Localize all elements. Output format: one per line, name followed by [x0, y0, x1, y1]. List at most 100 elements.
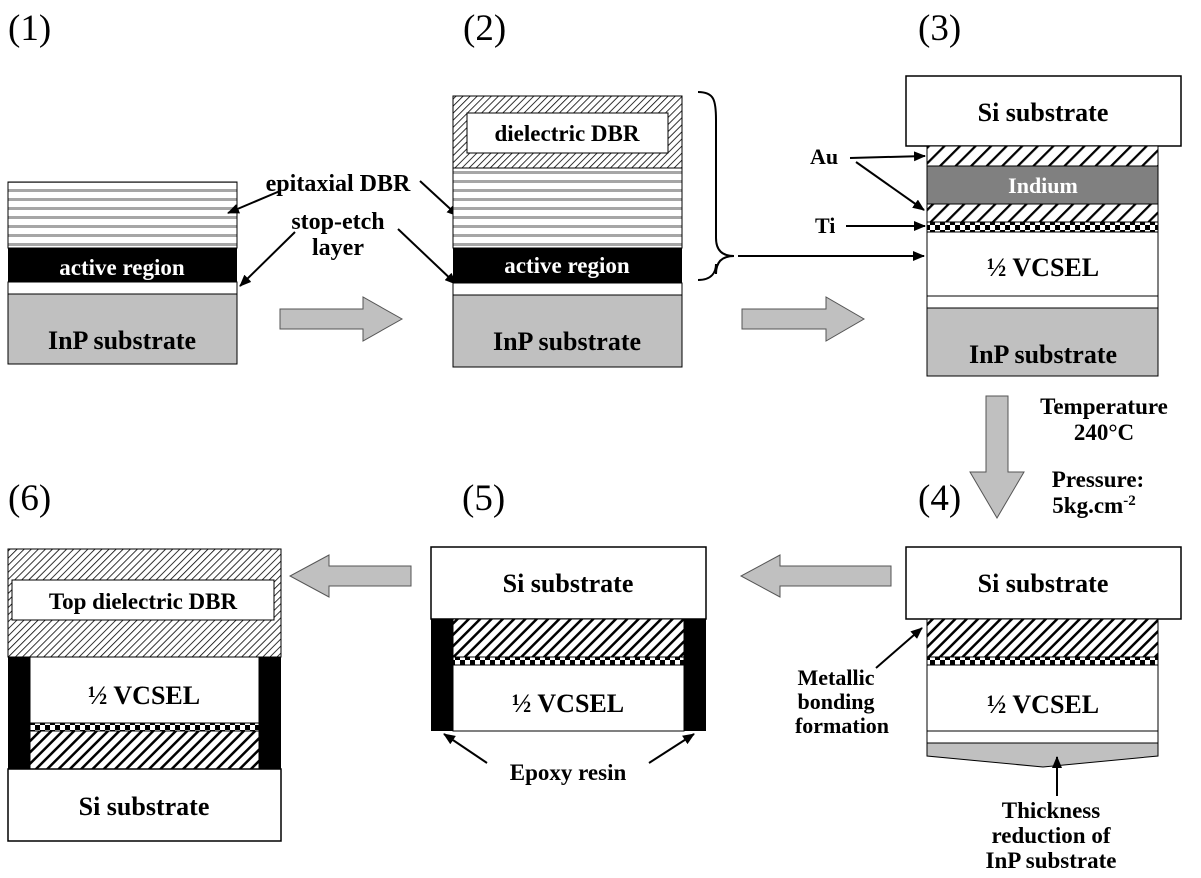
stop-etch-text-line1: stop-etch [291, 209, 384, 235]
process-arrow-2-3 [741, 296, 865, 342]
stop-etch-layer-4 [926, 730, 1159, 744]
annotations-1-2: epitaxial DBR stop-etch layer [227, 171, 459, 287]
thickness-line3: InP substrate [986, 848, 1117, 873]
curly-brace [697, 91, 735, 281]
ti-text: Ti [815, 213, 835, 238]
thinned-inp-substrate [926, 742, 1159, 768]
ti-layer-6 [29, 722, 260, 732]
si-substrate-5 [430, 546, 707, 620]
inp-substrate-layer [7, 293, 238, 365]
process-arrow-4-5 [739, 554, 892, 598]
step-5-label: (5) [462, 478, 505, 519]
epoxy-right [684, 619, 706, 731]
process-arrow-5-6 [288, 554, 412, 598]
half-vcsel-6 [29, 656, 260, 724]
process-arrow-3-4 [969, 395, 1025, 519]
dielectric-dbr-box [466, 112, 669, 154]
arrow-epi-dbr-1 [227, 190, 281, 214]
step-1-label: (1) [8, 8, 51, 49]
si-substrate-6 [7, 768, 282, 842]
au-layer-bottom [926, 203, 1159, 223]
arrow-epi-dbr-2 [419, 180, 459, 217]
half-vcsel-text-6: ½ VCSEL [88, 681, 200, 710]
top-dielectric-dbr-text: Top dielectric DBR [49, 589, 238, 614]
step-5-structure: (5) Si substrate ½ VCSEL Epoxy resin [430, 478, 707, 785]
arrow-au-1 [849, 151, 926, 162]
active-region-layer [8, 248, 237, 282]
ti-layer-5 [452, 656, 685, 666]
metallic-line3: formation [795, 713, 889, 738]
arrow-epoxy-right [648, 733, 695, 764]
arrow-stop-etch-1 [239, 231, 296, 287]
epoxy-left [431, 619, 453, 731]
pressure-line1: Pressure: [1052, 467, 1144, 492]
inp-substrate-text-2: InP substrate [493, 327, 641, 356]
step-4-structure: (4) Si substrate ½ VCSEL Metallic bondin… [795, 478, 1182, 873]
stop-etch-layer-3 [926, 295, 1159, 309]
si-substrate-4 [905, 546, 1182, 620]
half-vcsel-text-4: ½ VCSEL [987, 690, 1099, 719]
epoxy-left-6 [8, 657, 30, 769]
stop-etch-layer [7, 281, 238, 295]
arrow-epoxy-left [443, 733, 488, 764]
arrow-au-2 [855, 161, 925, 211]
bonded-metal-layer-4 [926, 618, 1159, 658]
active-region-text-2: active region [504, 253, 630, 278]
step-6-structure: (6) Top dielectric DBR ½ VCSEL Si substr… [7, 478, 282, 842]
dielectric-dbr-text: dielectric DBR [495, 121, 640, 146]
pressure-line2: 5kg.cm-2 [1052, 493, 1135, 518]
inp-substrate-text: InP substrate [48, 326, 196, 355]
arrow-stop-etch-2 [397, 228, 457, 285]
epitaxial-dbr-layer-2 [452, 167, 683, 249]
temperature-line2: 240°C [1074, 420, 1134, 445]
metallic-line2: bonding [797, 689, 874, 714]
ti-layer-4 [926, 656, 1159, 666]
epitaxial-dbr-layer [7, 181, 238, 249]
half-vcsel-text-5: ½ VCSEL [512, 689, 624, 718]
arrow-metallic [875, 627, 923, 669]
inp-substrate-layer-3 [926, 307, 1159, 377]
indium-text: Indium [1008, 173, 1078, 198]
pressure-exponent: -2 [1123, 493, 1136, 509]
pressure-value: 5kg.cm [1052, 493, 1123, 518]
epoxy-resin-text: Epoxy resin [510, 760, 627, 785]
inp-substrate-text-3: InP substrate [969, 340, 1117, 369]
step-3-label: (3) [918, 8, 961, 49]
step-3-structure: (3) Si substrate Indium ½ VCSEL InP subs… [810, 8, 1182, 377]
step-2-structure: (2) dielectric DBR active region InP sub… [452, 8, 735, 368]
epoxy-right-6 [259, 657, 281, 769]
thickness-line1: Thickness [1002, 798, 1100, 823]
stop-etch-layer-2 [452, 282, 683, 296]
process-conditions: Temperature 240°C Pressure: 5kg.cm-2 [1040, 394, 1168, 518]
active-region-layer-2 [453, 248, 682, 283]
step-2-label: (2) [463, 8, 506, 49]
metallic-line1: Metallic [798, 665, 875, 690]
half-vcsel-text-3: ½ VCSEL [987, 253, 1099, 282]
step-1-structure: (1) active region InP substrate [7, 8, 238, 365]
top-dielectric-dbr-box [11, 579, 275, 621]
active-region-text: active region [59, 255, 185, 280]
inp-substrate-layer-2 [452, 294, 683, 368]
si-substrate-text-6: Si substrate [79, 792, 210, 821]
au-layer-top [926, 145, 1159, 167]
si-substrate-3 [905, 75, 1182, 147]
step-4-label: (4) [918, 478, 961, 519]
si-substrate-text-5: Si substrate [503, 569, 634, 598]
half-vcsel-4 [926, 664, 1159, 732]
half-vcsel-5 [452, 664, 685, 732]
epitaxial-dbr-text: epitaxial DBR [266, 171, 411, 197]
indium-layer [926, 165, 1159, 205]
temperature-line1: Temperature [1040, 394, 1168, 419]
process-arrow-1-2 [279, 296, 404, 342]
bonded-metal-layer-5 [452, 618, 685, 658]
half-vcsel-3 [926, 231, 1159, 297]
thickness-line2: reduction of [991, 823, 1110, 848]
ti-layer [926, 221, 1159, 233]
stop-etch-text-line2: layer [312, 235, 364, 261]
si-substrate-text-4: Si substrate [978, 569, 1109, 598]
step-6-label: (6) [8, 478, 51, 519]
si-substrate-text-3: Si substrate [978, 98, 1109, 127]
bonded-metal-layer-6 [29, 730, 260, 770]
au-text: Au [810, 144, 838, 169]
